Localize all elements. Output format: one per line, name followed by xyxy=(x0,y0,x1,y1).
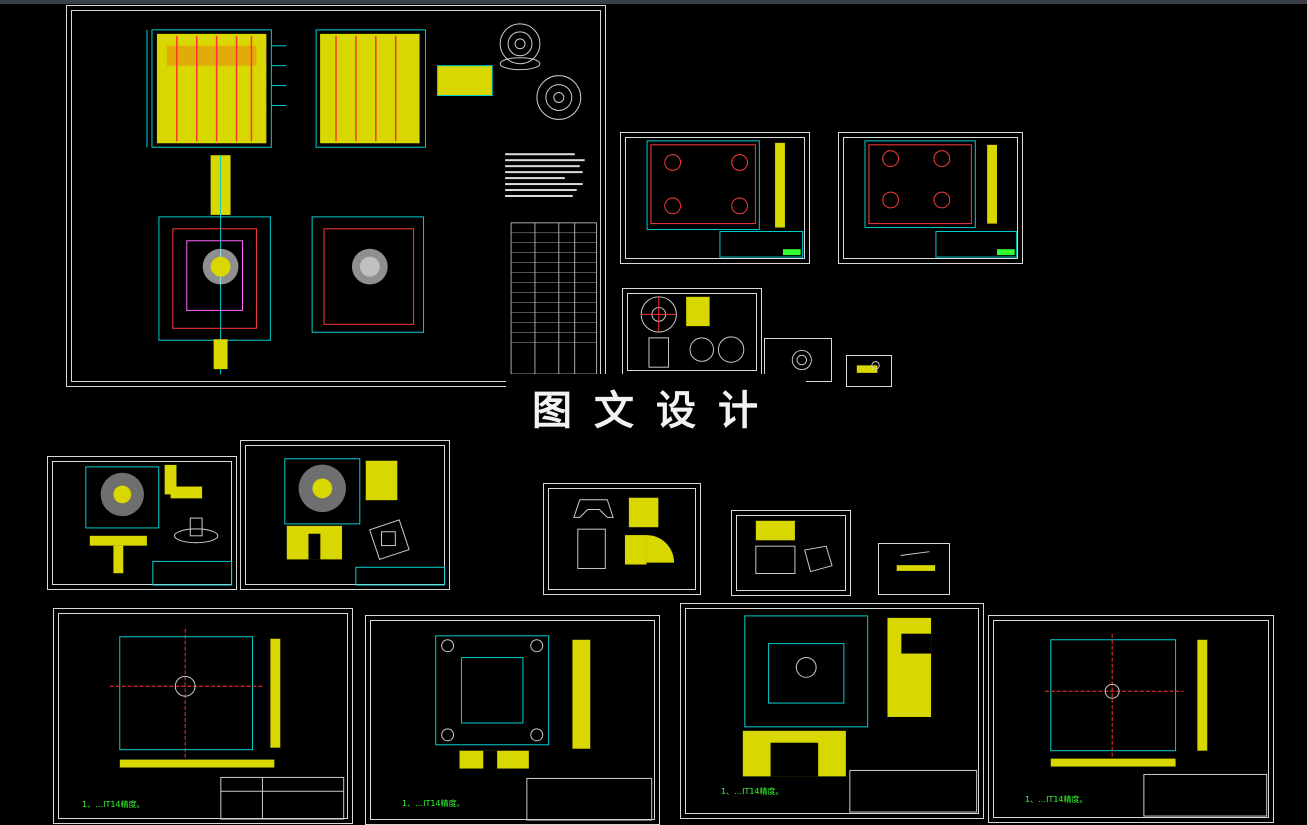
core-insert-1-drawing xyxy=(85,464,233,586)
tech-note-3: 1、…IT14精度。 xyxy=(721,787,784,796)
pin-part-drawing xyxy=(896,551,936,571)
tech-note-1: 1、…IT14精度。 xyxy=(82,800,145,809)
top-toolbar-strip xyxy=(0,0,1307,4)
bottom-plate-4-drawing xyxy=(1044,633,1268,817)
bottom-plate-4-sheet[interactable]: 1、…IT14精度。 xyxy=(988,615,1274,823)
core-insert-2-drawing xyxy=(284,458,446,586)
assembly-drawing-sheet[interactable] xyxy=(66,5,606,387)
tech-note-2: 1、…IT14精度。 xyxy=(402,799,465,808)
plate-a-sheet[interactable] xyxy=(620,132,810,264)
product-views-sheet[interactable] xyxy=(622,288,762,376)
bottom-plate-2-sheet[interactable]: 1、…IT14精度。 xyxy=(365,615,660,825)
plate-b-drawing xyxy=(864,140,1018,258)
bottom-plate-2-drawing xyxy=(435,635,653,821)
tech-note-4: 1、…IT14精度。 xyxy=(1025,795,1088,804)
plate-a-drawing xyxy=(646,140,804,258)
plate-b-sheet[interactable] xyxy=(838,132,1023,264)
pin-part-sheet[interactable] xyxy=(878,543,950,595)
assembly-drawing xyxy=(146,23,598,375)
bottom-plate-3-sheet[interactable]: 1、…IT14精度。 xyxy=(680,603,984,819)
core-insert-1-sheet[interactable] xyxy=(47,456,237,590)
bottom-plate-1-drawing xyxy=(109,628,345,820)
bottom-plate-1-sheet[interactable]: 1、…IT14精度。 xyxy=(53,608,353,824)
wedge-part-drawing xyxy=(755,520,833,574)
wedge-part-sheet[interactable] xyxy=(731,510,851,596)
small-part-1-drawing xyxy=(791,349,812,371)
product-views-drawing xyxy=(640,296,745,368)
core-insert-2-sheet[interactable] xyxy=(240,440,450,590)
watermark: 图文设计 xyxy=(506,374,806,440)
watermark-text: 图文设计 xyxy=(532,387,780,434)
sheet-border xyxy=(71,10,601,382)
slider-part-drawing xyxy=(573,497,675,569)
small-part-2-sheet[interactable] xyxy=(846,355,892,387)
small-part-2-drawing xyxy=(856,361,880,373)
bottom-plate-3-drawing xyxy=(742,615,978,813)
slider-part-sheet[interactable] xyxy=(543,483,701,595)
